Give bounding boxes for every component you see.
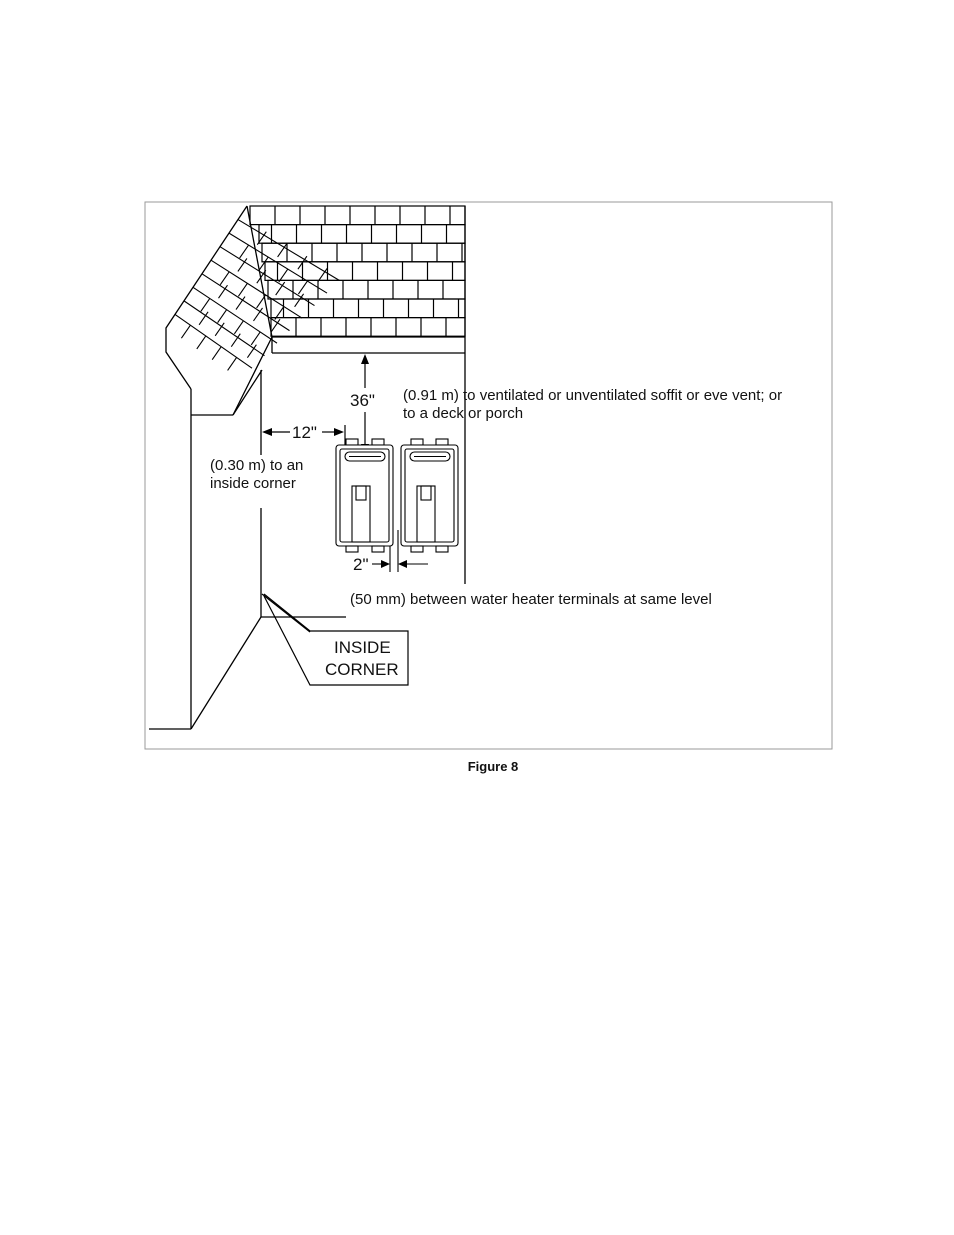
corner-dimension-label: 12" — [292, 423, 317, 442]
brick-row — [271, 299, 465, 318]
roof-bricks — [175, 220, 340, 371]
water-heater-terminal-left — [336, 439, 393, 552]
callout-label-line2: CORNER — [325, 660, 399, 679]
callout-label-line1: INSIDE — [334, 638, 391, 657]
spacing-dimension-label: 2" — [353, 555, 369, 574]
brick-row — [265, 262, 465, 281]
brick-row — [259, 225, 465, 244]
roof-joint — [251, 332, 260, 345]
roof-joint — [201, 298, 210, 311]
roof-joint — [240, 245, 249, 258]
spacing-note: (50 mm) between water heater terminals a… — [350, 591, 712, 608]
figure-caption: Figure 8 — [0, 759, 954, 774]
soffit-note-line1: (0.91 m) to ventilated or unventilated s… — [403, 387, 782, 404]
roof-joint — [181, 325, 190, 338]
roof-joint — [218, 310, 227, 323]
roof-course — [175, 314, 252, 368]
soffit-dimension-label: 36" — [350, 391, 375, 410]
roof-course — [238, 220, 340, 281]
roof-joint — [220, 272, 229, 285]
roof-joint — [228, 357, 237, 370]
roof-joint — [298, 281, 307, 294]
roof-joint — [259, 257, 268, 270]
roof-joint — [197, 336, 206, 349]
brick-row — [250, 206, 465, 225]
brick-row — [268, 280, 465, 299]
corner-note-line2: inside corner — [210, 475, 296, 492]
soffit-note-line2: to a deck or porch — [403, 405, 523, 422]
brick-wall — [250, 206, 465, 336]
roof-joint — [238, 283, 247, 296]
brick-row — [271, 318, 465, 337]
roof-joint — [234, 321, 243, 334]
water-heater-terminal-right — [401, 439, 458, 552]
corner-note-line1: (0.30 m) to an — [210, 457, 303, 474]
roof-joint — [212, 347, 221, 360]
roof-course — [184, 301, 265, 356]
